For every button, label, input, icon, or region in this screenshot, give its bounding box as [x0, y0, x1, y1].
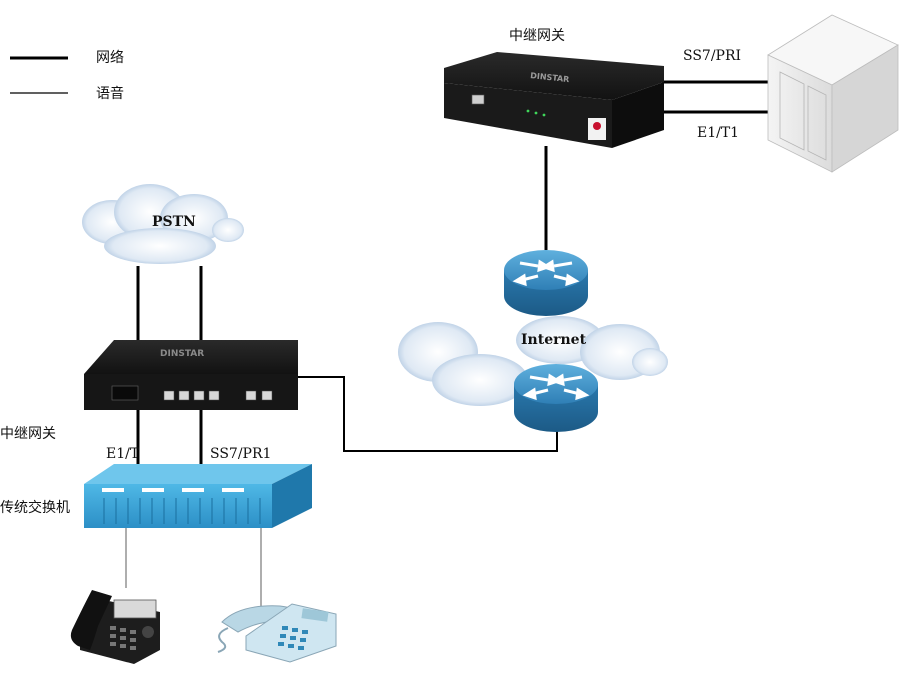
left-trunk-gateway: DINSTAR: [84, 340, 298, 410]
left-gateway-top-face: [84, 340, 298, 374]
ip-phone: [70, 590, 160, 664]
router-lower: [514, 364, 598, 432]
router-lower-arrows-icon: [522, 373, 590, 401]
pstn-cloud-puff-5: [104, 228, 216, 264]
left-link-ss7-label: SS7/PR1: [210, 446, 271, 462]
pbx-top-face: [84, 464, 312, 484]
left-gateway-port-2: [178, 390, 190, 401]
left-gateway-port-4: [208, 390, 220, 401]
pbx-card-lines: [103, 498, 261, 524]
left-gateway-eth-2: [261, 390, 273, 401]
top-gateway-led-3: [542, 113, 546, 117]
top-gateway-port: [471, 94, 485, 105]
pbx-slot-4: [222, 488, 244, 492]
left-gateway-port-3: [193, 390, 205, 401]
ip-phone-keypad: [110, 626, 136, 650]
top-gateway-front-face: [444, 83, 612, 148]
pstn-label: PSTN: [152, 214, 196, 230]
left-gateway-eth-1: [245, 390, 257, 401]
pbx-switch: [84, 464, 312, 528]
server: [767, 14, 899, 173]
internet-cloud: Internet: [398, 316, 668, 406]
connections: [125, 80, 768, 610]
legend: 网络 语音: [10, 50, 124, 102]
left-link-e1-label: E1/T: [106, 446, 140, 462]
internet-cloud-puff-5: [632, 348, 668, 376]
internet-cloud-puff-2: [432, 354, 528, 406]
pstn-cloud-puff-4: [212, 218, 244, 242]
top-gateway-side-face: [612, 82, 664, 148]
pbx-slot-1: [102, 488, 124, 492]
top-gateway-label: 中继网关: [509, 28, 565, 44]
link-gw-internet: [298, 376, 558, 452]
top-gateway-brand: DINSTAR: [530, 71, 570, 84]
server-side: [831, 44, 899, 173]
desk-phone-screen: [301, 608, 329, 622]
left-gateway-port-1: [163, 390, 175, 401]
top-gateway-top-face: [444, 52, 664, 100]
server-vent-2: [807, 85, 827, 161]
router-upper: [504, 250, 588, 316]
router-upper-arrows-icon: [512, 259, 580, 287]
left-gateway-label: 中继网关: [0, 426, 56, 442]
pbx-label: 传统交换机: [0, 499, 70, 516]
legend-voice-label: 语音: [96, 85, 124, 102]
pbx-slot-3: [182, 488, 204, 492]
top-trunk-gateway: 中继网关 DINSTAR: [444, 28, 664, 148]
ip-phone-handset: [70, 590, 112, 650]
pstn-cloud: PSTN: [82, 184, 244, 264]
desk-phone-keypad: [278, 626, 308, 650]
top-gateway-led-2: [534, 111, 538, 115]
ip-phone-nav-button: [142, 626, 154, 638]
router-lower-top: [514, 364, 598, 404]
desk-phone-cord: [217, 627, 229, 653]
top-gateway-badge-logo: [593, 122, 601, 130]
top-link-e1t1-label: E1/T1: [697, 125, 739, 141]
internet-label: Internet: [521, 332, 587, 348]
top-link-ss7-label: SS7/PRI: [683, 48, 741, 64]
left-gateway-power-port: [111, 385, 139, 401]
pbx-slot-2: [142, 488, 164, 492]
pbx-side-face: [272, 464, 312, 528]
ip-phone-screen: [113, 599, 157, 619]
router-upper-top: [504, 250, 588, 290]
left-gateway-brand: DINSTAR: [160, 349, 204, 359]
server-vent-1: [779, 71, 805, 151]
legend-network-label: 网络: [96, 50, 124, 66]
top-gateway-led-1: [526, 109, 530, 113]
desk-phone: [217, 603, 337, 663]
